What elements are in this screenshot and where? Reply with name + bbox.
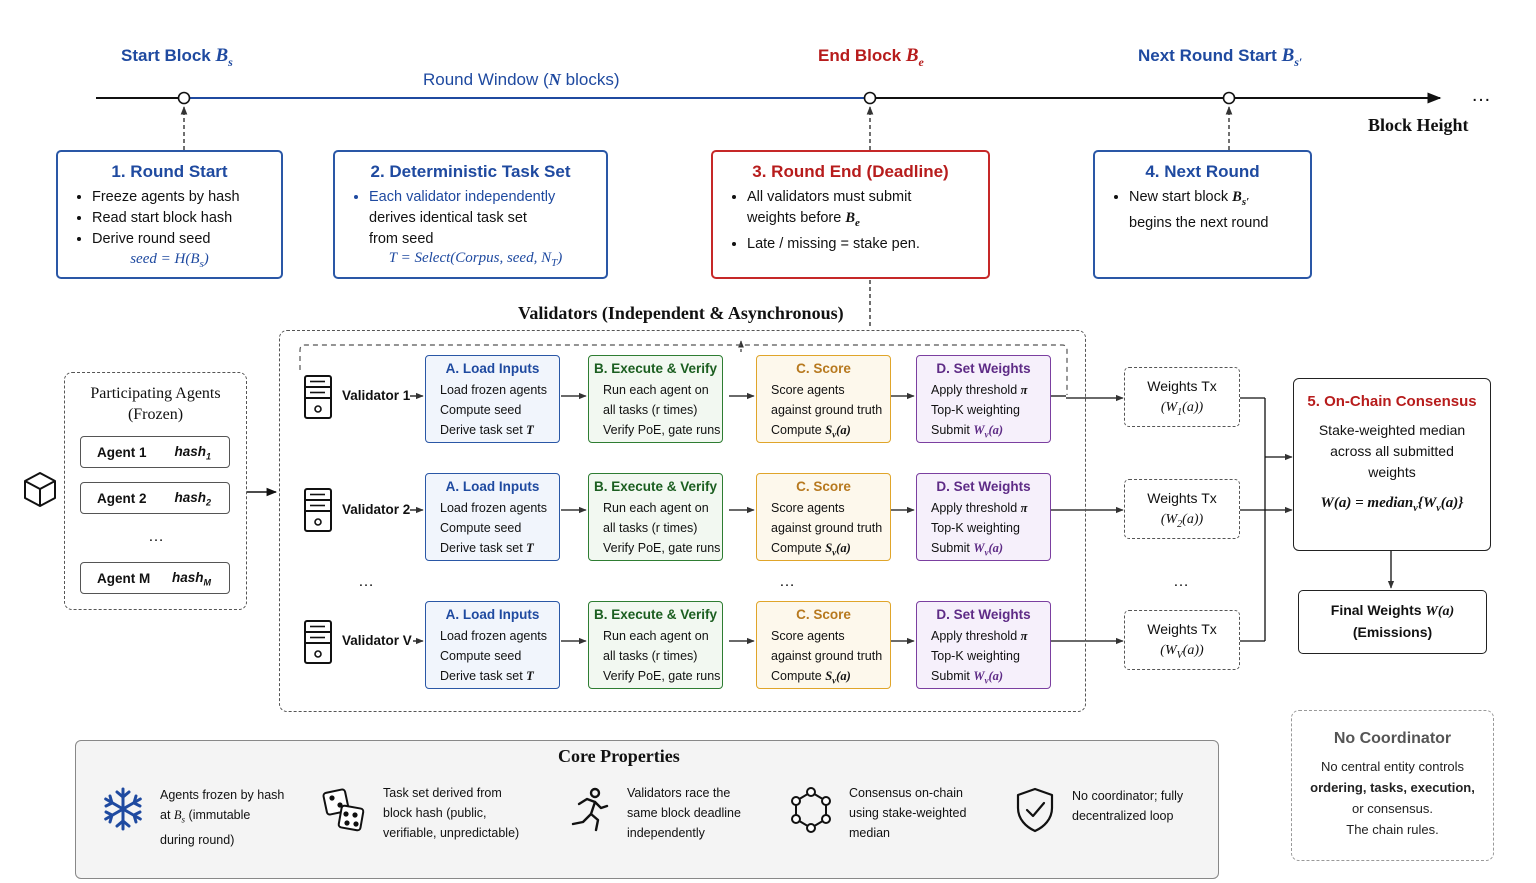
validators-inner-bracket: [299, 344, 1068, 395]
task-formula: T = Select(Corpus, seed, NT): [388, 250, 563, 269]
step-set-weights: D. Set Weights Apply threshold π Top-K w…: [916, 355, 1051, 443]
phase-text: from seed: [369, 231, 434, 247]
phase-list: Each validator independently: [335, 187, 606, 208]
phase-title: 3. Round End (Deadline): [752, 162, 949, 181]
end-block-label: End Block Be: [818, 45, 924, 69]
server-icon: [303, 374, 333, 425]
phase-list: Freeze agents by hash Read start block h…: [58, 187, 281, 250]
phase-next-round: 4. Next Round New start block Bs′begins …: [1093, 150, 1312, 279]
next-round-start-label: Next Round Start Bs′: [1138, 45, 1303, 69]
agents-title: Participating Agents(Frozen): [90, 385, 221, 423]
shield-icon: [1014, 786, 1056, 839]
block-height-label: Block Height: [1368, 115, 1469, 135]
round-window-label: Round Window (N blocks): [423, 70, 620, 89]
no-coordinator-box: No Coordinator No central entity control…: [1291, 710, 1494, 861]
final-weights-box: Final Weights W(a) (Emissions): [1298, 590, 1487, 654]
start-block-label: Start Block Bs: [121, 45, 233, 69]
validator-label: Validator 1: [342, 388, 411, 403]
agents-ellipsis: …: [148, 528, 164, 545]
list-item: Late / missing = stake pen.: [747, 234, 988, 255]
start-block-marker: [177, 91, 191, 105]
weights-tx-ellipsis: …: [1173, 573, 1189, 590]
cube-icon: [22, 470, 58, 513]
server-icon: [303, 619, 333, 670]
consensus-formula: W(a) = medianv{Wv(a)}: [1320, 495, 1464, 514]
phase-title: 2. Deterministic Task Set: [370, 162, 571, 181]
participating-agents-panel: [64, 372, 247, 610]
end-block-marker: [863, 91, 877, 105]
weights-tx: Weights Tx (WV(a)): [1124, 610, 1240, 670]
dice-icon: [322, 787, 368, 840]
server-icon: [303, 487, 333, 538]
phase-title: 4. Next Round: [1145, 162, 1260, 181]
seed-formula: seed = H(Bs): [130, 251, 209, 270]
weights-tx: Weights Tx (W2(a)): [1124, 479, 1240, 539]
validators-title: Validators (Independent & Asynchronous): [512, 303, 850, 324]
on-chain-consensus-box: 5. On-Chain Consensus Stake-weighted med…: [1293, 378, 1491, 551]
core-property-text: Agents frozen by hash at Bs (immutable d…: [160, 788, 285, 847]
snowflake-icon: [100, 786, 146, 837]
validators-ellipsis: …: [358, 573, 374, 590]
validator-label: Validator 2: [342, 502, 411, 517]
list-item: Read start block hash: [92, 208, 281, 229]
core-properties-title: Core Properties: [558, 746, 680, 766]
steps-ellipsis: …: [779, 573, 795, 590]
list-item: Each validator independently: [369, 187, 606, 208]
list-item: Freeze agents by hash: [92, 187, 281, 208]
validators-container: [279, 330, 1086, 712]
phase-list: New start block Bs′begins the next round: [1095, 187, 1310, 234]
phase-task-set: 2. Deterministic Task Set Each validator…: [333, 150, 608, 279]
weights-tx: Weights Tx (W1(a)): [1124, 367, 1240, 427]
phase-text: derives identical task set: [369, 210, 527, 226]
runner-icon: [565, 786, 611, 839]
phase-title: 1. Round Start: [111, 162, 228, 181]
network-icon: [787, 786, 835, 839]
step-set-weights: D. Set Weights Apply threshold π Top-K w…: [916, 473, 1051, 561]
list-item: Derive round seed: [92, 229, 281, 250]
list-item: New start block Bs′begins the next round: [1129, 187, 1310, 234]
next-block-marker: [1222, 91, 1236, 105]
validator-label: Validator V: [342, 633, 412, 648]
phase-round-start: 1. Round Start Freeze agents by hash Rea…: [56, 150, 283, 279]
step-set-weights: D. Set Weights Apply threshold π Top-K w…: [916, 601, 1051, 689]
tx-to-consensus-arrows: [1240, 397, 1395, 642]
consensus-title: 5. On-Chain Consensus: [1307, 393, 1477, 410]
core-properties-panel: [75, 740, 1219, 879]
phase-round-end: 3. Round End (Deadline) All validators m…: [711, 150, 990, 279]
step-arrows: [410, 392, 1124, 645]
timeline-ellipsis: …: [1471, 84, 1491, 106]
